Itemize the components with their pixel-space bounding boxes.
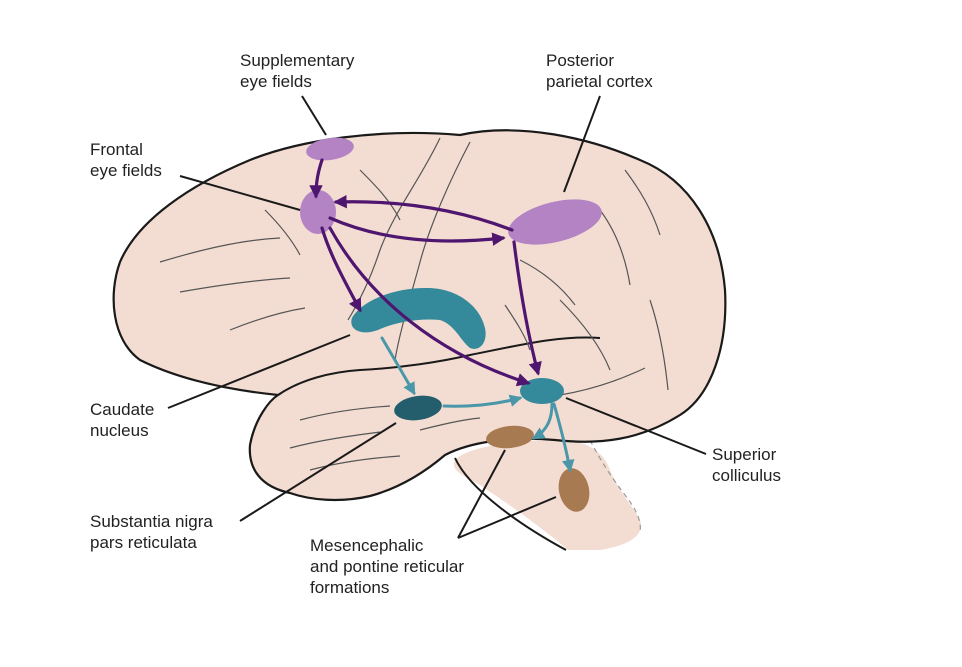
supplementary-eye-fields-line-1: Supplementary: [240, 51, 355, 70]
substantia-nigra-label: Substantia nigra pars reticulata: [90, 511, 213, 553]
brainstem-outline: [454, 457, 567, 551]
frontal-eye-fields-line-2: eye fields: [90, 161, 162, 180]
caudate-nucleus-line-2: nucleus: [90, 421, 149, 440]
reticular-formations-line-1: Mesencephalic: [310, 536, 424, 555]
arrow-caudate-to-snr: [380, 336, 416, 396]
reticular-formations-label: Mesencephalic and pontine reticular form…: [310, 535, 464, 598]
arrow-fef-ppc-bidirectional: [333, 194, 514, 232]
superior-colliculus-label: Superior colliculus: [712, 444, 781, 486]
supplementary-eye-fields-line-2: eye fields: [240, 72, 312, 91]
supplementary-eye-fields-label: Supplementary eye fields: [240, 50, 354, 92]
brainstem: [453, 440, 641, 550]
arrow-sc-to-mesencephalic: [531, 402, 554, 440]
arrow-ppc-to-sc: [512, 240, 542, 376]
lateral-sulcus: [277, 336, 601, 396]
posterior-parietal-line-1: Posterior: [546, 51, 615, 70]
leader-reticular-a: [457, 449, 506, 539]
mesencephalic-reticular-region: [486, 425, 534, 449]
reticular-formations-line-3: formations: [310, 578, 390, 597]
substantia-nigra-line-1: Substantia nigra: [90, 512, 213, 531]
arrow-sef-to-fef: [309, 158, 324, 199]
frontal-eye-fields-line-1: Frontal: [90, 140, 143, 159]
superior-colliculus-line-1: Superior: [712, 445, 777, 464]
sulci: [159, 137, 669, 471]
leader-caudate: [167, 334, 351, 409]
reticular-formations-line-2: and pontine reticular: [310, 557, 465, 576]
arrow-fef-to-ppc: [328, 216, 506, 246]
posterior-parietal-line-2: parietal cortex: [546, 72, 653, 91]
leader-substantia-nigra: [239, 422, 397, 522]
substantia-nigra-region: [394, 395, 442, 421]
caudate-nucleus-line-1: Caudate: [90, 400, 155, 419]
supplementary-eye-fields-region: [306, 137, 354, 161]
caudate-nucleus-label: Caudate nucleus: [90, 399, 154, 441]
leader-superior-colliculus: [565, 397, 707, 455]
arrow-fef-to-sc: [328, 226, 531, 387]
arrow-sc-to-pontine: [552, 402, 575, 473]
frontal-eye-fields-region: [300, 190, 336, 234]
arrow-snr-to-sc: [442, 394, 523, 408]
frontal-eye-fields-label: Frontal eye fields: [90, 139, 162, 181]
superior-colliculus-line-2: colliculus: [712, 466, 781, 485]
superior-colliculus-region: [520, 378, 564, 404]
leader-frontal: [179, 175, 301, 211]
posterior-parietal-region: [508, 199, 602, 245]
pontine-reticular-region: [558, 468, 590, 512]
substantia-nigra-line-2: pars reticulata: [90, 533, 197, 552]
posterior-parietal-cortex-label: Posterior parietal cortex: [546, 50, 653, 92]
caudate-nucleus-region: [351, 287, 486, 349]
leader-posterior-parietal: [563, 95, 601, 193]
leader-supplementary: [301, 95, 327, 136]
arrow-fef-to-caudate: [320, 226, 362, 313]
leader-reticular-b: [457, 496, 557, 539]
brainstem-dashed-edge: [589, 439, 641, 533]
